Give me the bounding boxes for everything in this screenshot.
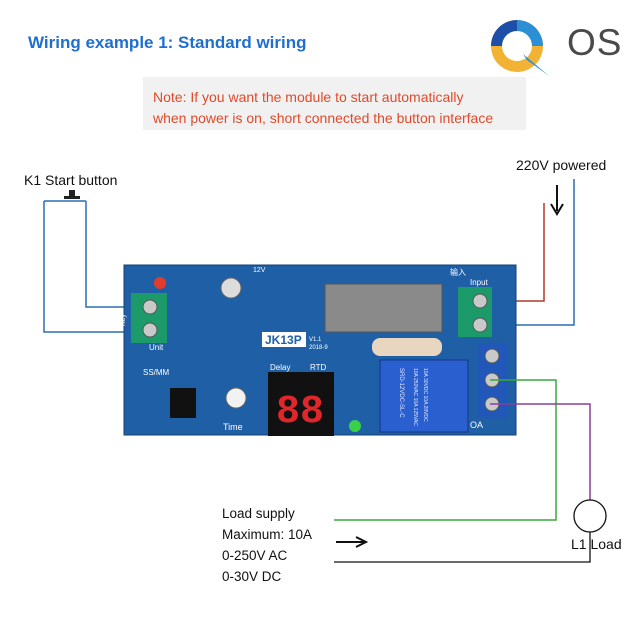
silk-delay: Delay [270,363,290,372]
note-box [143,77,526,130]
logo-text: OS [567,22,623,63]
time-potentiometer [225,387,247,409]
display-digits: 88 [276,390,324,435]
down-arrow-icon [550,185,564,216]
load-supply-ac: 0-250V AC [222,548,288,563]
power-wire-blue [490,179,575,326]
relay [379,359,469,433]
silk-ssmm: SS/MM [143,368,170,377]
load-supply-current: Maximum: 10A [222,527,313,542]
logo-q-icon [491,20,549,76]
silk-rtd: RTD [310,363,327,372]
button-wire-2 [85,201,137,308]
push-button-icon [44,190,86,202]
lamp-icon [573,499,607,533]
load-wire-purple [490,403,591,500]
right-arrow-icon [336,536,369,548]
note-line-2: when power is on, short connected the bu… [153,110,494,126]
relay-model: SRD-12VDC-SL-C [398,368,404,418]
page-title: Wiring example 1: Standard wiring [28,33,307,52]
board-model: JK13P [265,333,302,347]
silk-12v: 12V [253,267,266,274]
silk-unit: Unit [149,343,164,352]
note-line-1: Note: If you want the module to start au… [153,89,464,105]
load-supply-dc: 0-30V DC [222,569,282,584]
load-label: L1 Load [571,536,622,552]
board-version: V1.1 [309,337,322,343]
power-resistor [372,338,442,356]
silk-oa: OA [470,420,483,430]
load-supply-title: Load supply [222,506,295,521]
ic-chip [170,388,196,418]
load-wire-return [334,532,591,563]
relay-rating-1: 10A 250VAC 10A 125VAC [412,368,418,426]
silk-input: Input [470,278,489,287]
led-display [268,372,334,436]
silk-time: Time [223,422,243,432]
power-module [324,283,443,333]
pcb-board [123,264,517,436]
relay-rating-2: 10A 30VDC 10A 28VDC [422,368,428,422]
power-label: 220V powered [516,157,607,173]
button-wire-1 [43,201,137,333]
start-button-label: K1 Start button [24,172,118,188]
silk-key: Key [120,313,127,326]
load-wire-green [334,379,557,521]
silk-input-cn: 输入 [450,267,466,277]
board-date: 2018-9 [309,345,328,351]
